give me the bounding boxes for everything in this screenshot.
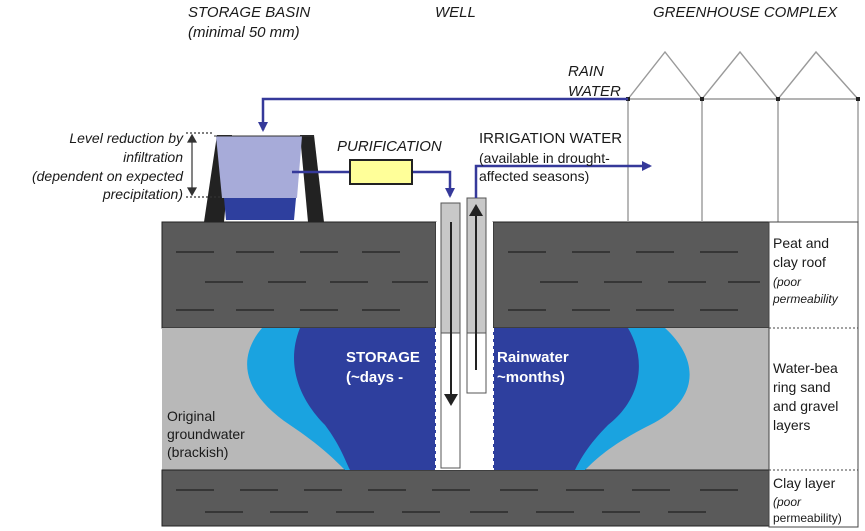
legend-sand-1: Water-bea [773, 360, 838, 376]
header-greenhouse: GREENHOUSE COMPLEX [653, 4, 838, 21]
legend-clay-note-2: permeability) [773, 511, 842, 525]
header-well: WELL [435, 4, 476, 21]
rainwater-label-1: Rainwater [497, 349, 569, 366]
level-reduction-bracket [186, 132, 222, 198]
greenhouse-complex [627, 50, 859, 222]
right-water-bubble [493, 328, 690, 470]
irrigation-note-1: (available in drought- [479, 150, 610, 166]
rain-water-label-1: RAIN [568, 63, 604, 80]
storage-label-2: (~days - [346, 369, 403, 386]
layer-texture [176, 251, 760, 513]
storage-label-1: STORAGE [346, 349, 420, 366]
well-pipe-left [440, 202, 461, 469]
clay-bottom-layer [161, 469, 770, 527]
legend-sand-3: and gravel [773, 398, 838, 414]
legend-peat-note-1: (poor [773, 275, 802, 289]
level-reduction-1: Level reduction by [69, 130, 184, 146]
purification-label: PURIFICATION [337, 138, 442, 155]
legend-peat-note-2: permeability [772, 292, 839, 306]
rain-water-flow [258, 97, 628, 132]
level-reduction-4: precipitation) [102, 186, 183, 202]
irrigation-flow [474, 161, 652, 198]
header-storage-basin: STORAGE BASIN [188, 4, 310, 21]
purification-to-well-flow [412, 170, 455, 198]
legend-clay-1: Clay layer [773, 475, 836, 491]
groundwater-label-1: Original [167, 408, 215, 424]
header-storage-basin-note: (minimal 50 mm) [188, 24, 300, 41]
left-water-bubble [247, 328, 436, 470]
legend-peat-1: Peat and [773, 235, 829, 251]
layer-legend-box [768, 221, 859, 528]
groundwater-label-3: (brackish) [167, 444, 228, 460]
groundwater-label-2: groundwater [167, 426, 245, 442]
irrigation-note-2: affected seasons) [479, 168, 589, 184]
purification-filter [349, 159, 413, 185]
legend-clay-note-1: (poor [773, 495, 802, 509]
storage-basin [204, 135, 324, 222]
level-reduction-2: infiltration [123, 149, 183, 165]
legend-sand-2: ring sand [773, 379, 831, 395]
irrigation-title: IRRIGATION WATER [479, 130, 622, 147]
well-pipe-right [466, 197, 487, 394]
rain-water-label-2: WATER [568, 83, 621, 100]
legend-peat-2: clay roof [773, 254, 826, 270]
rainwater-label-2: ~months) [497, 369, 565, 386]
level-reduction-3: (dependent on expected [32, 168, 184, 184]
legend-sand-4: layers [773, 417, 810, 433]
